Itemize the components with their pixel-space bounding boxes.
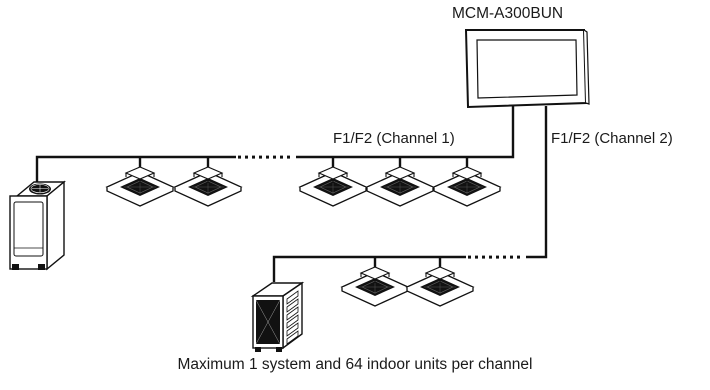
vrf-outdoor-unit-icon bbox=[9, 180, 66, 271]
controller-model-label: MCM-A300BUN bbox=[452, 5, 564, 22]
channel-2-indoor-units bbox=[341, 266, 474, 307]
touch-panel-controller-icon bbox=[464, 29, 590, 109]
ceiling-cassette-icon bbox=[433, 166, 501, 207]
ceiling-cassette-icon bbox=[106, 166, 174, 207]
ceiling-cassette-icon bbox=[299, 166, 367, 207]
channel-1-label: F1/F2 (Channel 1) bbox=[333, 130, 455, 147]
channel-2-ellipsis bbox=[468, 255, 520, 259]
channel-1-indoor-units bbox=[106, 166, 501, 207]
channel-1-ellipsis bbox=[238, 155, 290, 159]
ceiling-cassette-icon bbox=[174, 166, 242, 207]
channel-2-label: F1/F2 (Channel 2) bbox=[551, 130, 673, 147]
ceiling-cassette-icon bbox=[366, 166, 434, 207]
diagram-caption: Maximum 1 system and 64 indoor units per… bbox=[177, 356, 533, 373]
compact-outdoor-unit-icon bbox=[250, 281, 305, 352]
ceiling-cassette-icon bbox=[406, 266, 474, 307]
ceiling-cassette-icon bbox=[341, 266, 409, 307]
